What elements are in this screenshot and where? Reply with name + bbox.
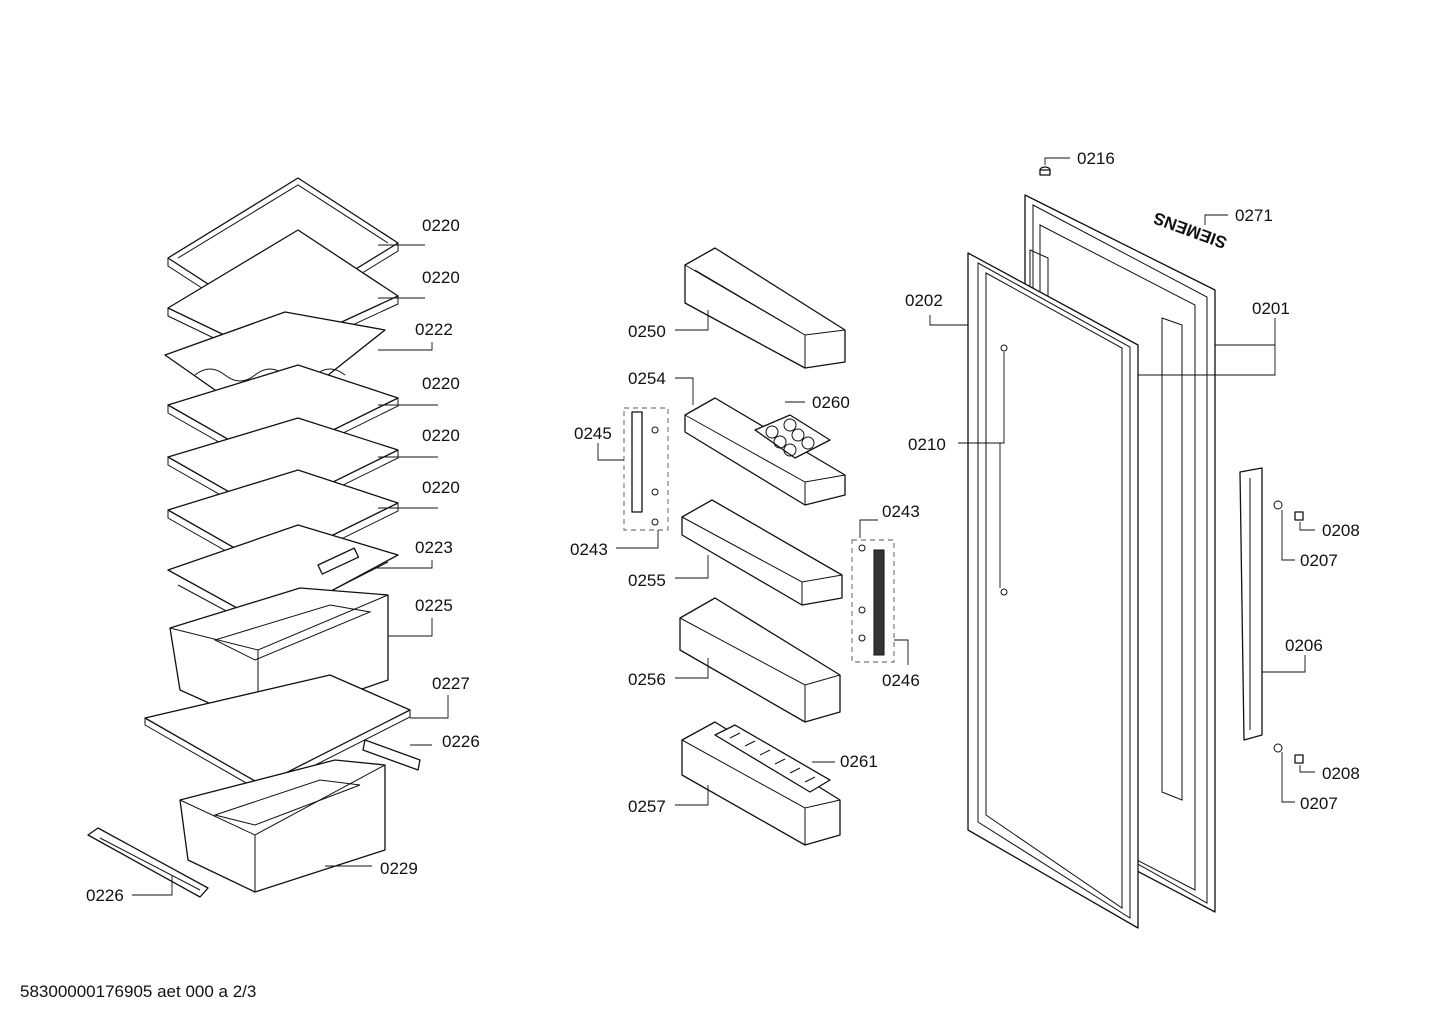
telescopic-rail-left	[87, 827, 209, 898]
label-0220-b: 0220	[422, 268, 460, 287]
document-footer-id: 58300000176905 aet 000 a 2/3	[20, 982, 257, 1001]
label-0250: 0250	[628, 322, 666, 341]
door-handle	[1239, 467, 1263, 741]
bottle-holder-insert	[714, 724, 831, 793]
hinge-cap	[1039, 166, 1051, 176]
door-shelf-0254	[684, 397, 846, 506]
door-shelf-0257	[681, 721, 841, 846]
drawer-cover-shelf	[167, 524, 399, 629]
label-0243-a: 0243	[570, 540, 608, 559]
label-0207-b: 0207	[1300, 794, 1338, 813]
label-0256: 0256	[628, 670, 666, 689]
label-0207-a: 0207	[1300, 551, 1338, 570]
label-0254: 0254	[628, 369, 666, 388]
label-0206: 0206	[1285, 636, 1323, 655]
lower-drawer	[179, 759, 386, 893]
door-shelves-group	[623, 247, 895, 846]
label-0216: 0216	[1077, 149, 1115, 168]
label-0227: 0227	[432, 674, 470, 693]
door-shelf-0255	[681, 499, 843, 606]
shelf-group	[87, 177, 421, 898]
label-0246: 0246	[882, 671, 920, 690]
part-labels: 0220 0220 0222 0220 0220 0220 0223 0225 …	[86, 149, 1360, 905]
telescopic-rail-right	[362, 739, 421, 771]
door-shelf-0256	[679, 597, 841, 723]
label-0257: 0257	[628, 797, 666, 816]
label-0225: 0225	[415, 596, 453, 615]
door-gasket	[967, 252, 1139, 929]
label-0201: 0201	[1252, 299, 1290, 318]
shelf-bracket-left	[623, 407, 669, 531]
label-0208-b: 0208	[1322, 764, 1360, 783]
shelf-bracket-right	[851, 539, 895, 663]
label-0220-c: 0220	[422, 374, 460, 393]
leader-lines	[132, 157, 1315, 896]
handle-screw-top	[1273, 500, 1304, 521]
label-0226-b: 0226	[86, 886, 124, 905]
door-shelf-0250	[684, 247, 846, 369]
label-0220-d: 0220	[422, 426, 460, 445]
label-0220-e: 0220	[422, 478, 460, 497]
label-0271: 0271	[1235, 206, 1273, 225]
label-0226-a: 0226	[442, 732, 480, 751]
label-0245: 0245	[574, 424, 612, 443]
label-0223: 0223	[415, 538, 453, 557]
door-screws	[1000, 344, 1008, 596]
label-0255: 0255	[628, 571, 666, 590]
label-0208-a: 0208	[1322, 521, 1360, 540]
label-0220-a: 0220	[422, 216, 460, 235]
label-0229: 0229	[380, 859, 418, 878]
door-group: SIEMENS	[967, 166, 1304, 929]
label-0243-b: 0243	[882, 502, 920, 521]
handle-screw-bottom	[1273, 743, 1304, 764]
label-0210: 0210	[908, 435, 946, 454]
egg-tray	[754, 414, 831, 459]
label-0260: 0260	[812, 393, 850, 412]
label-0202: 0202	[905, 291, 943, 310]
label-0261: 0261	[840, 752, 878, 771]
label-0222: 0222	[415, 320, 453, 339]
